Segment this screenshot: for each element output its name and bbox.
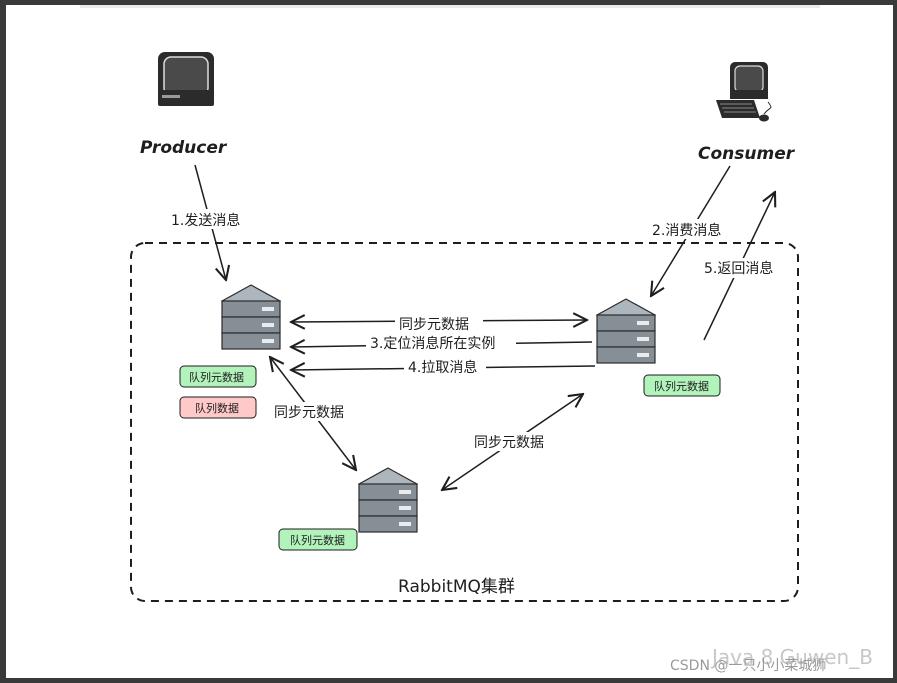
rabbitmq-server-right-icon	[595, 298, 657, 364]
label-sync-right: 同步元数据	[474, 435, 544, 451]
label-sync-left: 同步元数据	[274, 405, 344, 421]
rabbitmq-server-left-icon	[220, 284, 282, 350]
rabbitmq-server-bottom-icon	[357, 467, 419, 533]
tag-right-meta-text: 队列元数据	[654, 379, 709, 393]
cluster-boundary	[130, 242, 799, 602]
tag-left-meta-text: 队列元数据	[189, 370, 244, 384]
top-clipped-text	[80, 5, 820, 8]
tag-bottom-meta-text: 队列元数据	[290, 533, 345, 547]
diagram-svg: Producer Consumer 1.发送消息 2.消	[80, 5, 873, 674]
label-sync-top: 同步元数据	[399, 317, 469, 333]
label-send: 1.发送消息	[171, 212, 240, 229]
watermark-line1: Java 8 Guwen_B	[710, 645, 873, 669]
diagram-canvas: Producer Consumer 1.发送消息 2.消	[6, 5, 893, 678]
consumer-label: Consumer	[698, 144, 796, 164]
cluster-label: RabbitMQ集群	[398, 577, 515, 597]
label-consume: 2.消费消息	[652, 222, 721, 239]
tag-right-meta: 队列元数据	[643, 374, 721, 397]
monitor-icon	[158, 52, 214, 106]
tag-left-data: 队列数据	[179, 396, 257, 419]
tag-left-data-text: 队列数据	[195, 401, 239, 415]
label-pull: 4.拉取消息	[408, 359, 477, 376]
watermark-line2: CSDN @一只小小菜城狮	[670, 658, 826, 674]
producer-label: Producer	[140, 138, 228, 158]
tag-left-meta: 队列元数据	[179, 365, 257, 388]
tag-bottom-meta: 队列元数据	[278, 528, 358, 551]
label-return: 5.返回消息	[704, 260, 773, 277]
label-locate: 3.定位消息所在实例	[370, 335, 495, 352]
desktop-computer-icon	[716, 62, 772, 122]
